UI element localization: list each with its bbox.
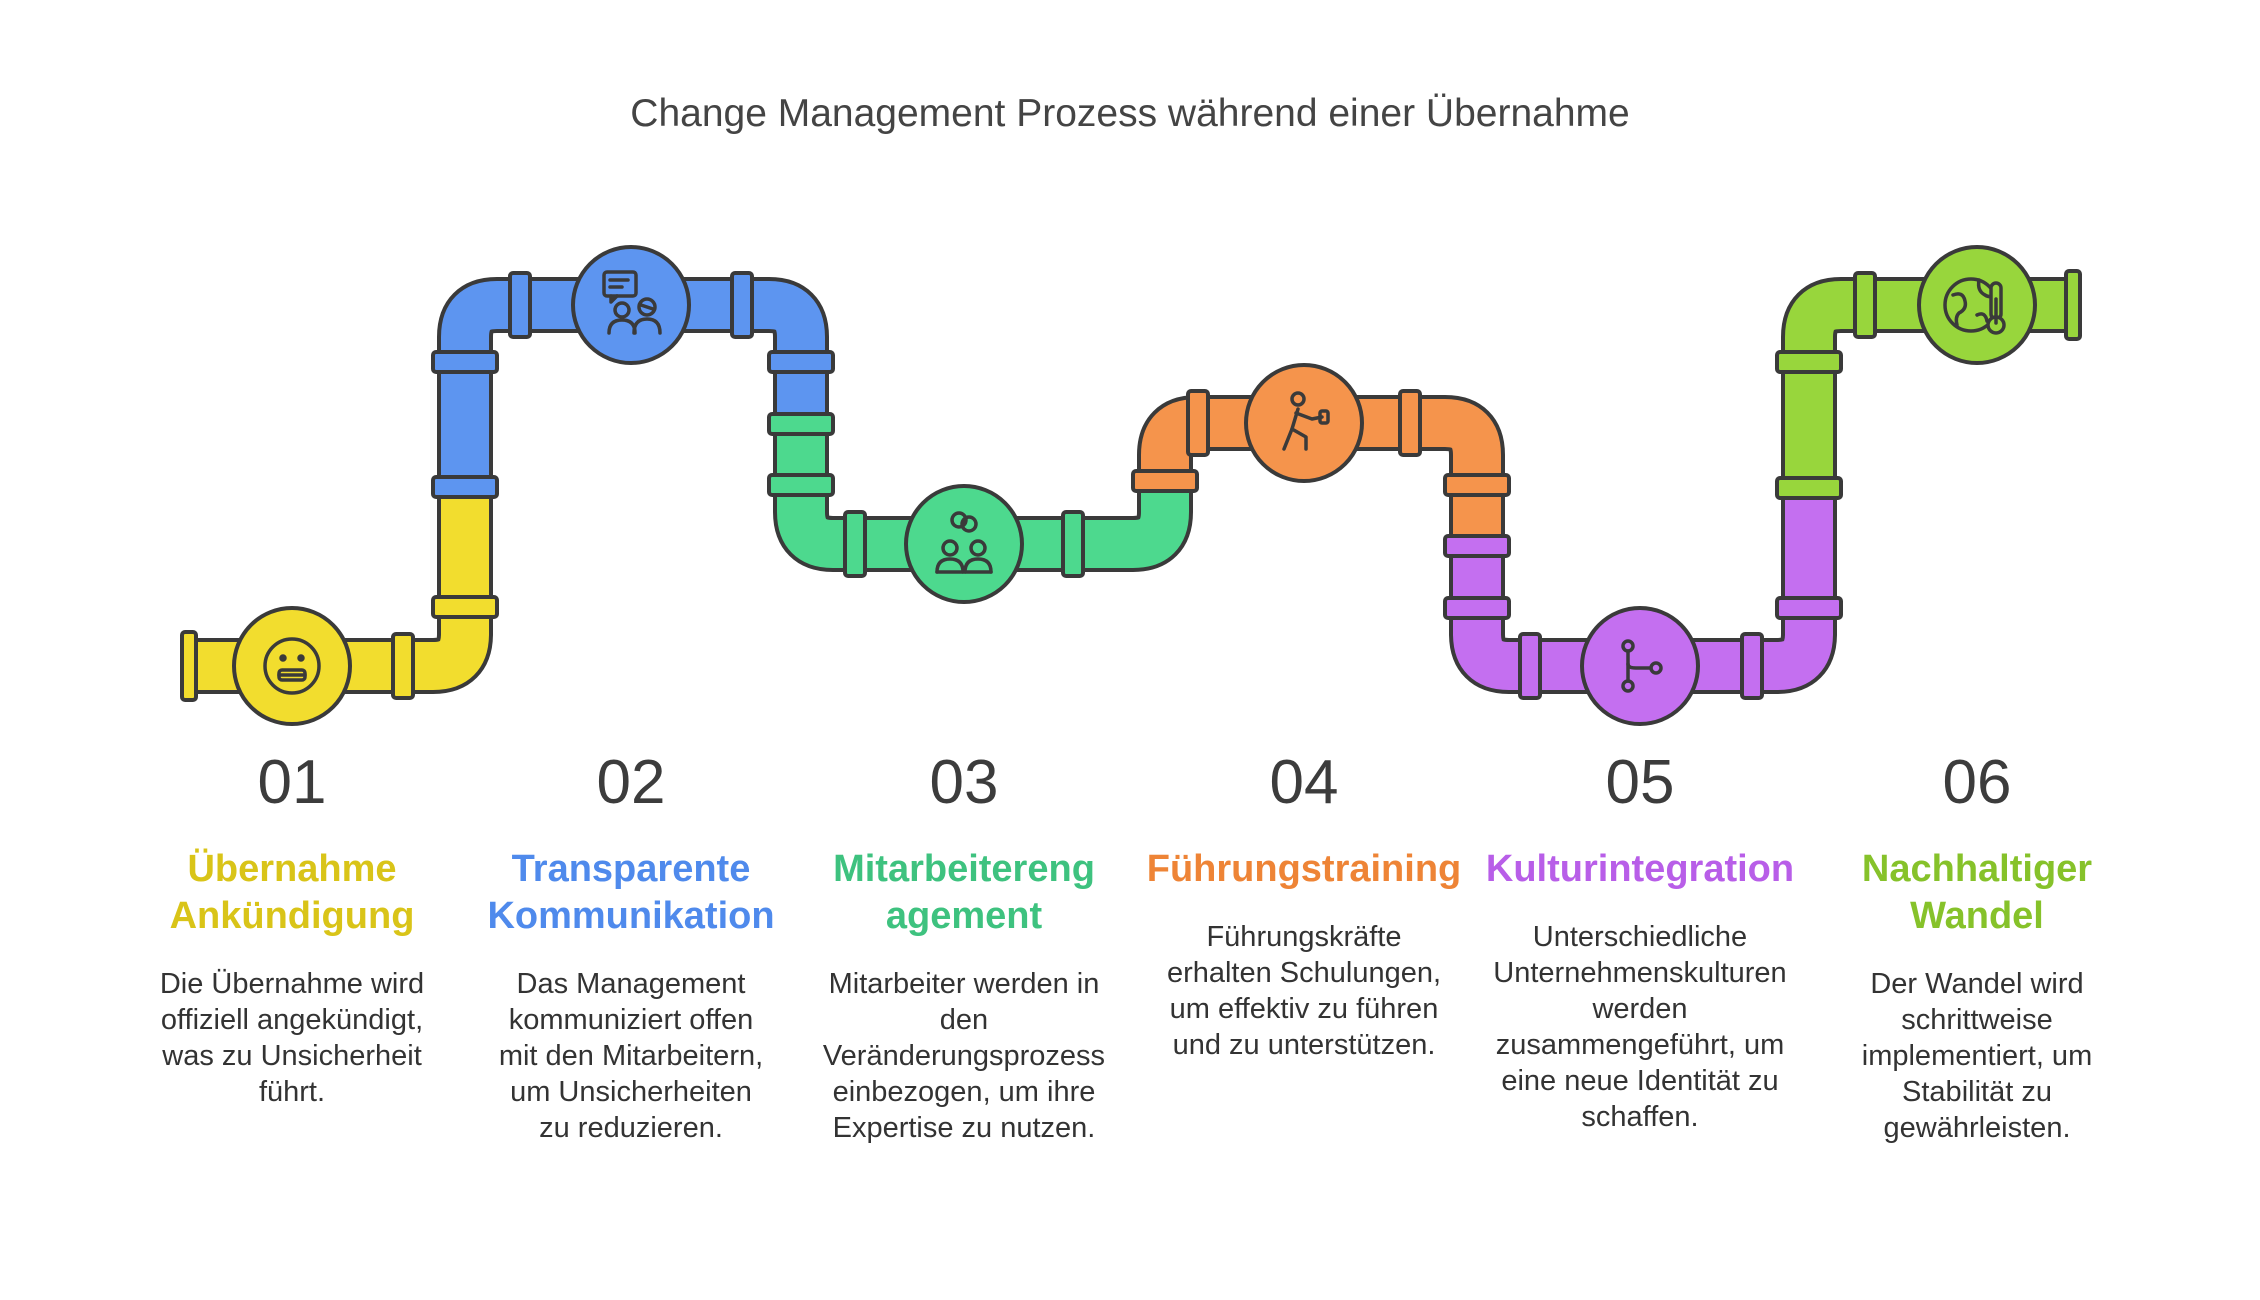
- pipe-segment-lime: [1785, 281, 2072, 488]
- hub-circle-6: [1917, 245, 2037, 365]
- person-training-icon: [1282, 391, 1330, 451]
- hub-circle-4: [1244, 363, 1364, 483]
- pipe-coupling: [1398, 389, 1422, 457]
- step-number: 05: [1605, 748, 1675, 817]
- pipe-coupling: [431, 475, 499, 499]
- pipe-coupling: [1740, 632, 1764, 700]
- pipe-coupling: [730, 271, 754, 339]
- step-number: 03: [929, 748, 999, 817]
- step-number: 01: [257, 748, 327, 817]
- step-number: 06: [1942, 748, 2012, 817]
- pipe-end-cap-left: [180, 630, 198, 702]
- pipe-coupling: [1853, 271, 1877, 339]
- pipe-coupling: [767, 412, 835, 436]
- pipe-end-cap-right: [2064, 269, 2082, 341]
- pipe-coupling: [1443, 534, 1511, 558]
- hub-circle-3: [904, 484, 1024, 604]
- hub-circle-5: [1580, 606, 1700, 726]
- hub-circle-2: [571, 245, 691, 365]
- pipe-coupling: [1775, 476, 1843, 500]
- merge-branch-icon: [1621, 639, 1663, 693]
- globe-thermometer-icon: [1943, 277, 2006, 335]
- pipe-coupling: [767, 350, 835, 374]
- pipe-coupling: [1186, 389, 1210, 457]
- pipe-coupling: [1131, 469, 1199, 493]
- pipe-coupling: [1775, 350, 1843, 374]
- pipe-coupling: [391, 632, 415, 700]
- pipe-coupling: [1443, 596, 1511, 620]
- step-number: 04: [1269, 748, 1339, 817]
- pipe-coupling: [1518, 632, 1542, 700]
- step-number: 02: [596, 748, 666, 817]
- pipe-coupling: [508, 271, 532, 339]
- neutral-face-icon: [263, 637, 321, 695]
- hub-circle-1: [232, 606, 352, 726]
- pipe-coupling: [431, 350, 499, 374]
- step-title: Führungstraining: [1146, 848, 1462, 890]
- pipe-coupling: [431, 595, 499, 619]
- pipe-coupling: [843, 510, 867, 578]
- pipe-coupling: [1443, 473, 1511, 497]
- pipe-coupling: [1061, 510, 1085, 578]
- step-title: Kulturintegration: [1485, 848, 1795, 890]
- diagram-title: Change Management Prozess während einer …: [630, 92, 1630, 135]
- team-link-icon: [935, 511, 993, 574]
- pipe-coupling: [1775, 596, 1843, 620]
- pipe-coupling: [767, 473, 835, 497]
- pipe-segment-yellow: [190, 489, 489, 690]
- people-chat-icon: [602, 270, 662, 335]
